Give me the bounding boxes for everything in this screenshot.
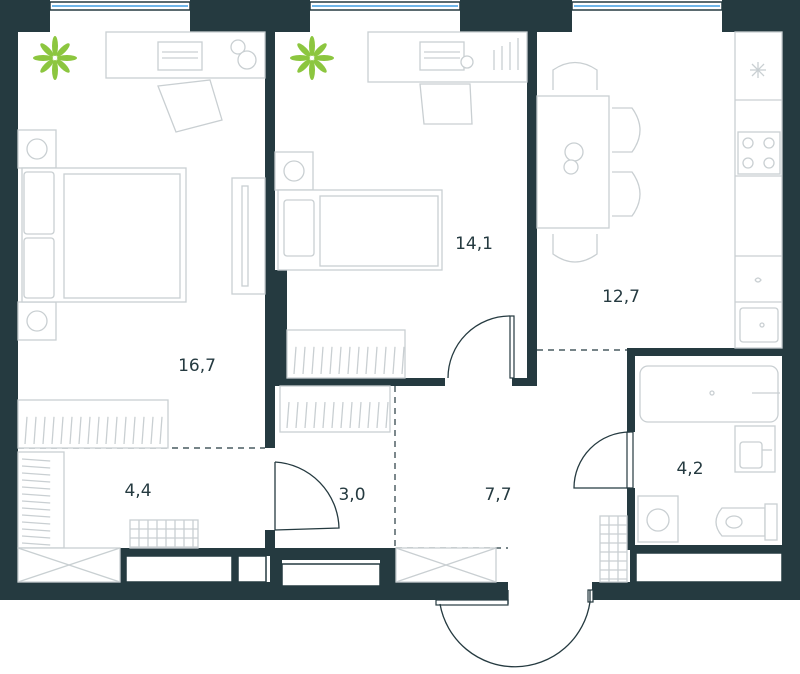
hatching (293, 346, 405, 375)
shelving-storage (279, 385, 391, 433)
area-wardrobe: 4,4 (124, 481, 151, 501)
plant-icon (33, 36, 77, 80)
radiator-fins (600, 516, 627, 582)
window-storage (281, 563, 381, 587)
window-bath (635, 552, 783, 583)
hatching (286, 402, 389, 429)
window-wardrobe (125, 555, 233, 583)
radiator (129, 519, 199, 549)
area-kitchen: 12,7 (602, 287, 640, 307)
plant-icon (290, 36, 334, 80)
chair (612, 171, 641, 217)
area-storage: 3,0 (338, 485, 365, 505)
area-bedroom-small: 14,1 (455, 234, 493, 254)
chair (157, 79, 223, 133)
area-hallway: 7,7 (484, 485, 511, 505)
doors (274, 315, 634, 668)
utility-furniture (17, 385, 628, 583)
walls (0, 0, 800, 600)
laptop (157, 41, 203, 71)
bathroom-furniture (637, 365, 780, 543)
area-bedroom-large: 16,7 (178, 356, 216, 376)
bathtub (639, 365, 779, 423)
fan-icon (750, 62, 766, 78)
hatching (21, 458, 51, 546)
radiator-hall (599, 515, 628, 583)
laptop (419, 41, 465, 71)
kitchen-furniture (536, 31, 783, 349)
faucet-icon (754, 277, 762, 283)
area-labels: 16,7 14,1 12,7 4,4 3,0 7,7 4,2 (124, 234, 703, 505)
chair (612, 107, 641, 153)
bedroom-large-furniture (17, 31, 266, 449)
area-bathroom: 4,2 (676, 459, 703, 479)
bedroom-small-furniture (274, 31, 528, 379)
radiator-fins (130, 520, 198, 548)
kitchen-counter (734, 31, 783, 349)
wardrobe-bedroom (17, 399, 169, 449)
chair (419, 83, 473, 125)
sink (739, 307, 779, 343)
chair (552, 61, 598, 90)
chair (552, 234, 598, 263)
hatching (24, 416, 163, 445)
stove (737, 131, 781, 175)
shelving (17, 451, 65, 549)
windows (49, 1, 783, 587)
